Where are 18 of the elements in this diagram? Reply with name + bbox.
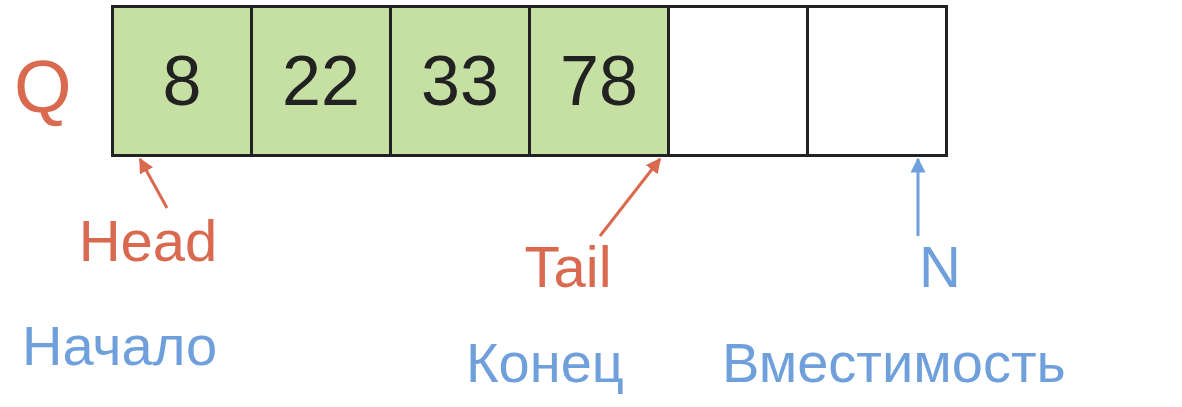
array-cell [667, 5, 806, 157]
array-cell [111, 5, 250, 157]
pointer-label: N [912, 236, 968, 296]
pointer-label: Head [62, 208, 234, 272]
pointer-label: Tail [512, 236, 624, 296]
array-cell [250, 5, 389, 157]
cell-value: 33 [421, 41, 499, 121]
text-label: Начало [22, 318, 218, 374]
text-label: Вместимость [722, 335, 1066, 391]
array-cell [389, 5, 528, 157]
array-cell [528, 5, 667, 157]
cell-value: 22 [282, 41, 360, 121]
cell-value: 78 [560, 41, 638, 121]
arrow [910, 157, 926, 236]
array-cell [806, 5, 948, 157]
arrow [598, 157, 662, 237]
arrow [138, 157, 169, 209]
cell-value: 8 [162, 41, 202, 121]
